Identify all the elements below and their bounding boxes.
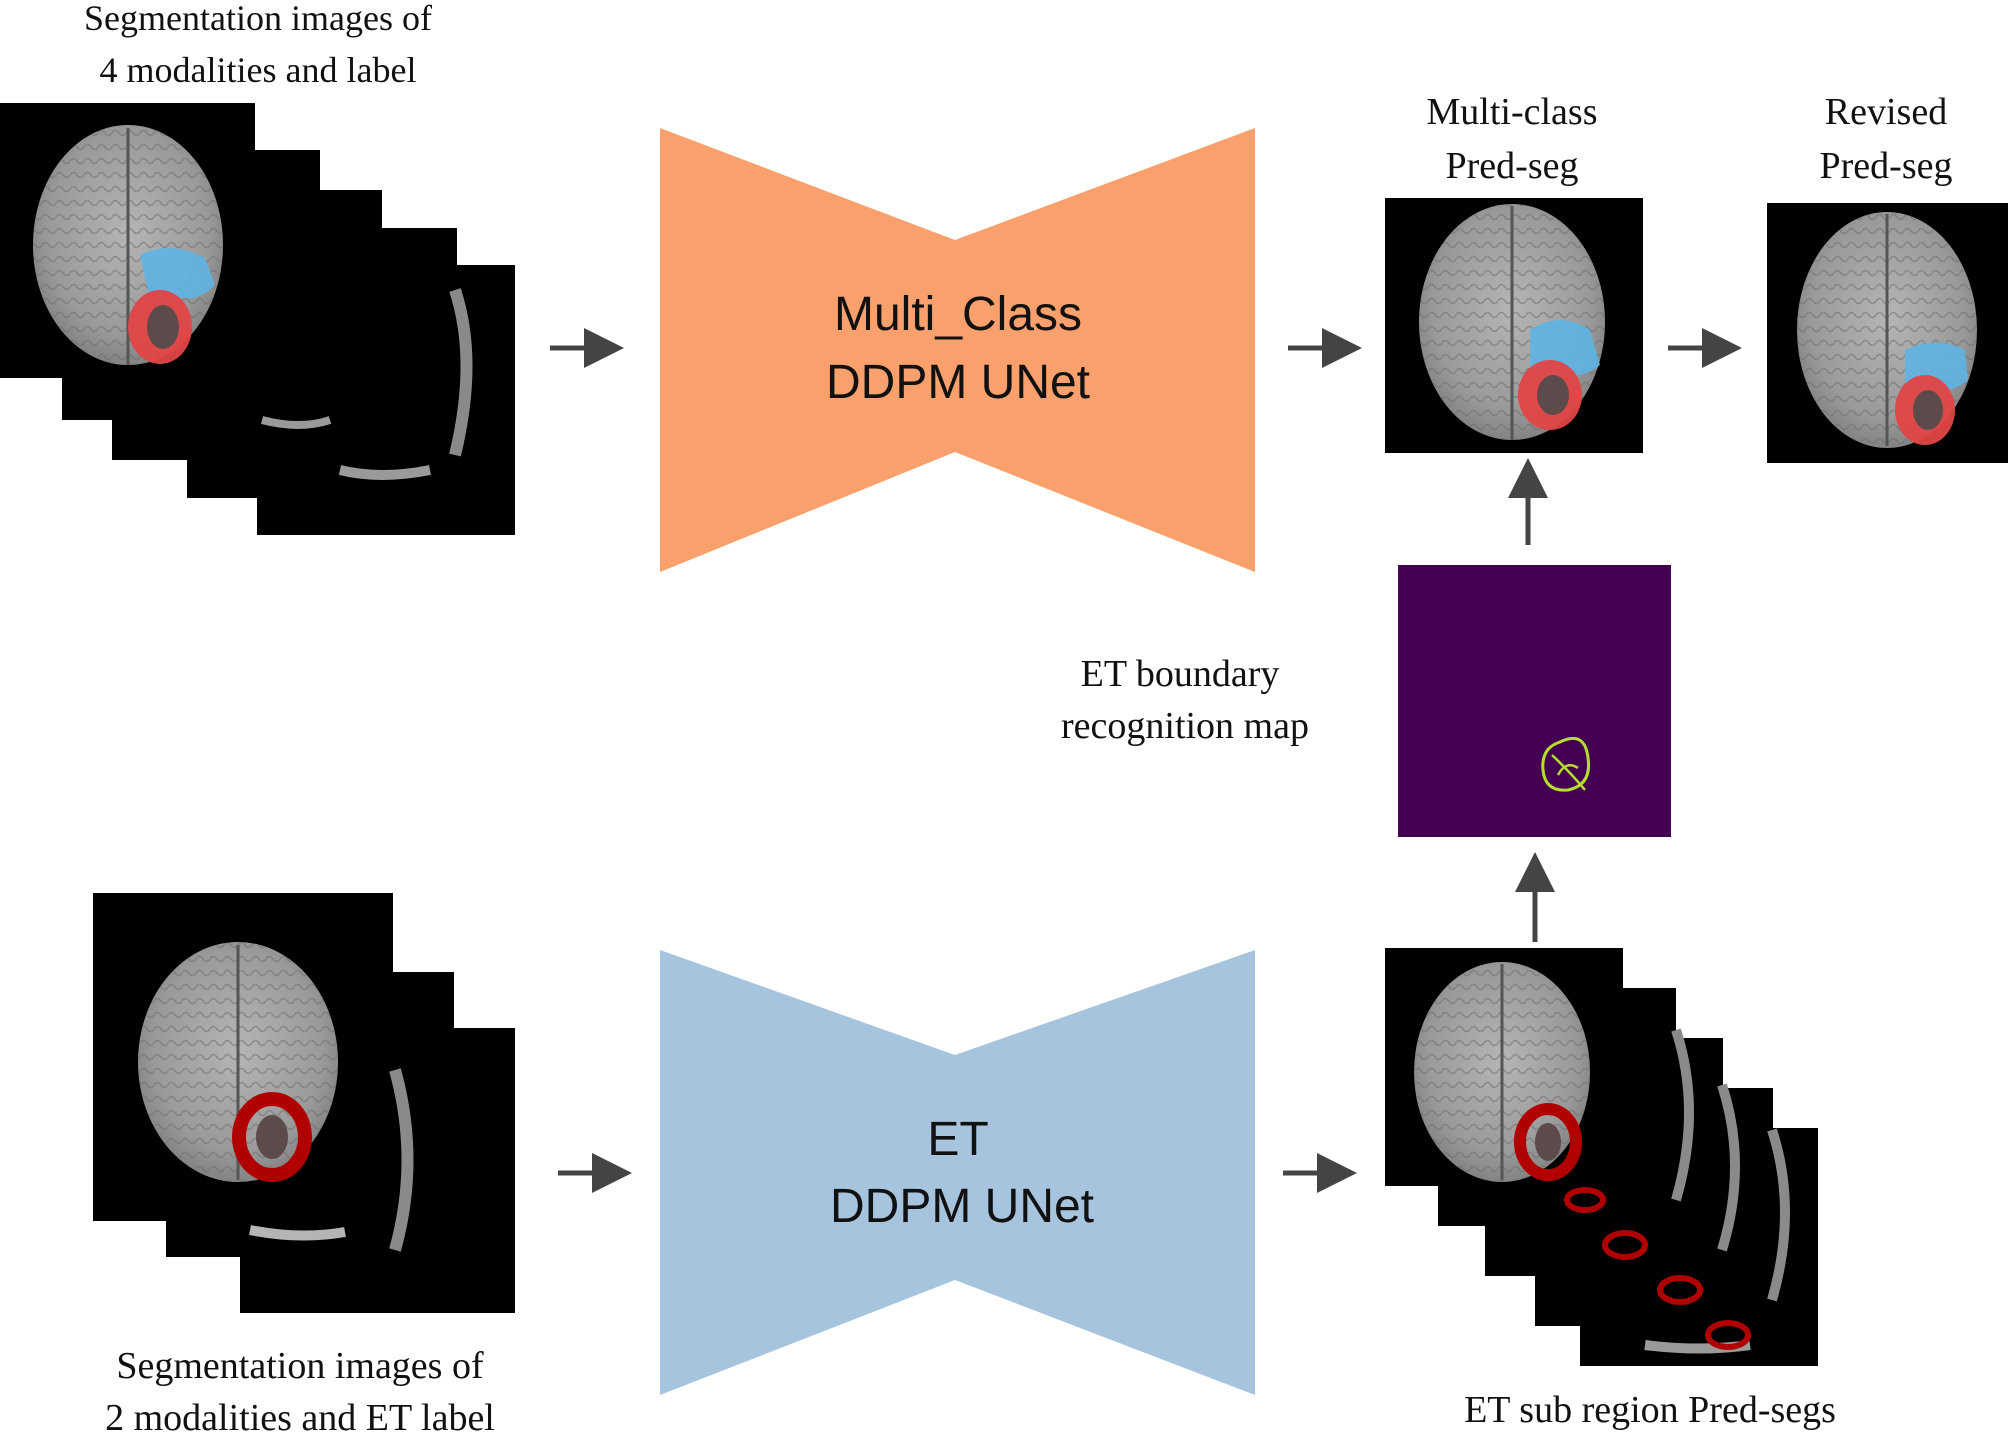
top-input-caption-line2: 4 modalities and label xyxy=(100,50,417,90)
multiclass-pred-caption-line1: Multi-class xyxy=(1427,91,1598,133)
et-model-line2: DDPM UNet xyxy=(830,1180,1094,1233)
top-input-caption-line1: Segmentation images of xyxy=(84,0,432,38)
et-ddpm-unet: ET DDPM UNet xyxy=(660,950,1255,1395)
bottom-input-caption-line2: 2 modalities and ET label xyxy=(105,1397,495,1436)
et-boundary-map xyxy=(1398,565,1671,837)
bottom-input-caption-line1: Segmentation images of xyxy=(116,1345,484,1387)
multi-class-ddpm-unet: Multi_Class DDPM UNet xyxy=(660,128,1255,572)
multiclass-pred-seg-image xyxy=(1385,198,1643,453)
boundary-caption-line1: ET boundary xyxy=(1081,653,1280,695)
multi-class-model-line2: DDPM UNet xyxy=(826,356,1090,409)
revised-caption-line2: Pred-seg xyxy=(1820,145,1953,187)
et-model-line1: ET xyxy=(927,1113,988,1166)
top-input-brain xyxy=(33,125,223,365)
et-sub-region-stack xyxy=(1385,948,1818,1366)
boundary-caption-line2: recognition map xyxy=(1061,705,1309,747)
revised-pred-seg-image xyxy=(1767,203,2008,463)
et-sub-region-caption: ET sub region Pred-segs xyxy=(1464,1389,1836,1431)
multi-class-model-line1: Multi_Class xyxy=(834,288,1082,341)
top-input-stack xyxy=(0,103,515,535)
et-sub-region-front-brain xyxy=(1414,962,1590,1182)
multiclass-pred-caption-line2: Pred-seg xyxy=(1446,145,1579,187)
bottom-input-brain xyxy=(138,942,338,1182)
revised-caption-line1: Revised xyxy=(1825,91,1947,133)
bottom-input-stack xyxy=(93,893,515,1313)
